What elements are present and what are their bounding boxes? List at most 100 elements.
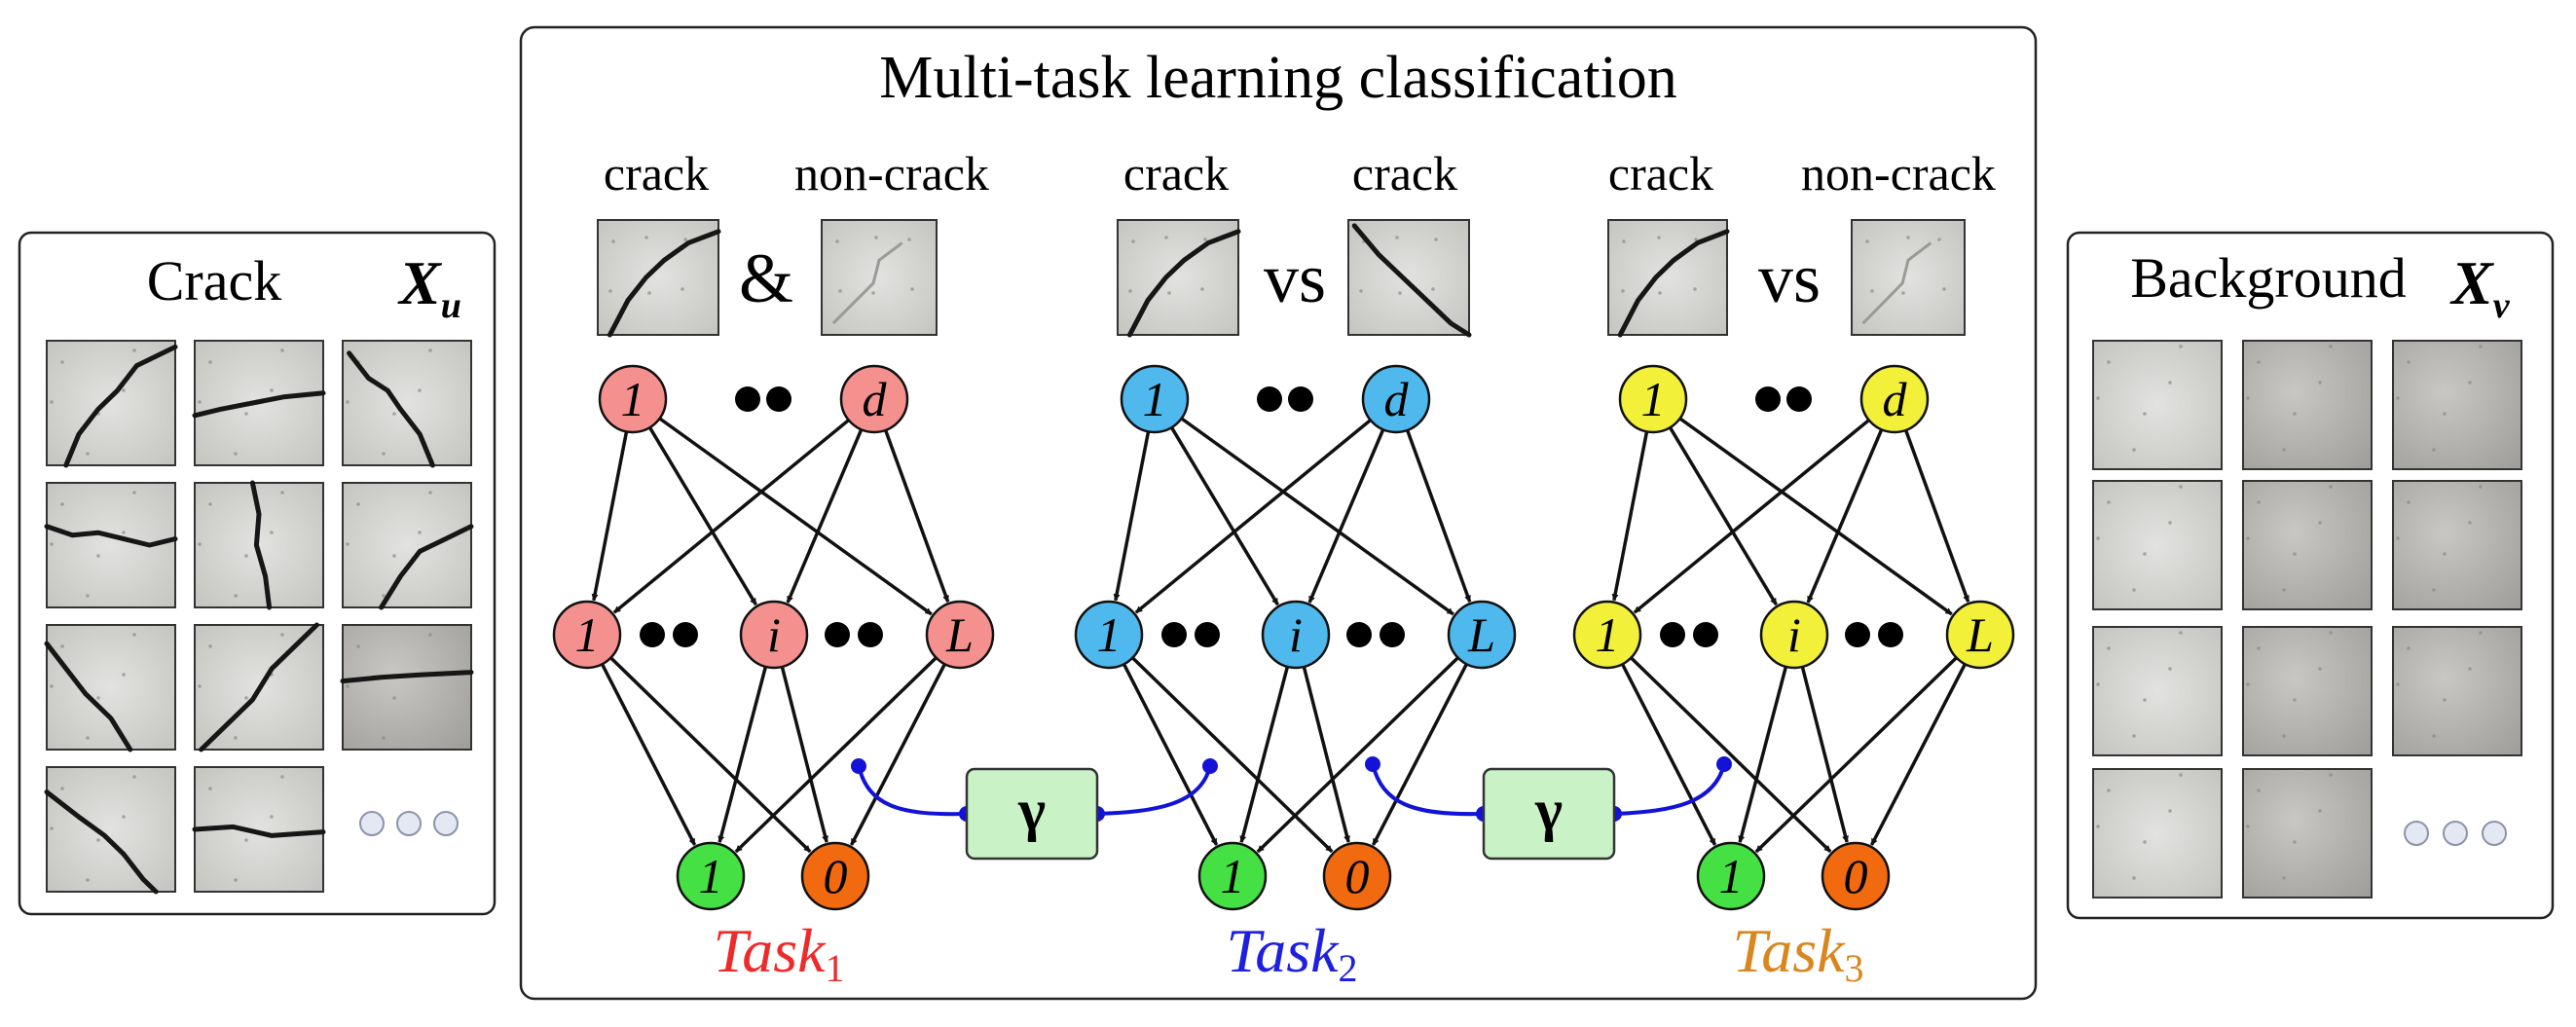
crack-sample-image [340, 624, 474, 751]
network-edge [1405, 429, 1472, 603]
network-edge [1256, 656, 1459, 854]
ellipsis-dots [640, 386, 883, 647]
crack-panel-label: Crack [147, 249, 282, 312]
network-edge [1180, 417, 1454, 616]
sample-image-right [1851, 219, 1966, 336]
crack-sample-image [192, 340, 326, 466]
network-edge [1371, 663, 1468, 846]
input-node-first: 1 [598, 364, 668, 434]
network-edge [1169, 426, 1279, 606]
background-panel: Background Xv [2066, 231, 2555, 920]
hidden-node-first: 1 [1572, 600, 1642, 670]
hidden-node-first: 1 [552, 600, 622, 670]
hidden-node-last: L [1447, 600, 1517, 670]
hidden-node-first: 1 [1074, 600, 1144, 670]
hidden-node-mid-label: i [767, 607, 781, 662]
hidden-node-mid: i [739, 600, 809, 670]
background-sample-image [2242, 768, 2373, 899]
network-edge [1754, 656, 1958, 854]
network-edge [612, 419, 850, 614]
coupling-link [1371, 763, 1485, 817]
output-node-negative: 0 [800, 841, 870, 911]
background-sample-image [2092, 626, 2223, 756]
crack-sample-image [192, 766, 326, 893]
network-edge [1113, 431, 1151, 602]
sample-connector: vs [1264, 239, 1326, 317]
sample-image-right [821, 219, 938, 336]
coupling-link [1096, 765, 1212, 816]
input-node-last: d [1361, 364, 1431, 434]
sample-label-left: crack [1123, 146, 1229, 201]
network-edge [1611, 431, 1649, 602]
network-edge [1307, 428, 1385, 604]
output-node-positive: 1 [1197, 841, 1268, 911]
network-edge [786, 428, 864, 604]
background-sample-grid [2092, 340, 2522, 899]
ellipsis-dots [1660, 386, 1903, 647]
task-name: Task2 [1226, 916, 1357, 990]
output-node-negative-label: 0 [1345, 849, 1370, 903]
background-panel-label: Background [2130, 246, 2407, 310]
input-node-last-label: d [1883, 372, 1908, 426]
network-edge [718, 666, 768, 843]
output-node-positive-label: 1 [1719, 849, 1744, 903]
background-sample-image [2242, 480, 2373, 610]
ellipsis-dots [1161, 386, 1405, 647]
network-edge [1668, 426, 1778, 606]
network-edge [600, 663, 697, 846]
sample-connector: vs [1758, 239, 1821, 317]
background-sample-image [2392, 340, 2522, 470]
background-sample-image [2242, 340, 2373, 470]
output-node-negative: 0 [1322, 841, 1392, 911]
background-sample-image [2392, 480, 2522, 610]
network-edge [1800, 666, 1849, 843]
network-edge [1131, 656, 1334, 854]
network-edge [1869, 663, 1967, 846]
task-name: Task3 [1732, 916, 1863, 990]
sample-label-left: crack [604, 146, 709, 201]
network-edge [1630, 656, 1832, 854]
background-sample-image [2092, 340, 2223, 470]
input-node-last-label: d [863, 372, 888, 426]
background-sample-image [2092, 480, 2223, 610]
sample-label-left: crack [1608, 146, 1713, 201]
network-edge [609, 656, 812, 854]
network-edge [1134, 419, 1372, 614]
coupling-link [857, 765, 968, 817]
sample-label-right: non-crack [794, 146, 989, 201]
output-node-positive: 1 [676, 841, 746, 911]
network-edge [780, 666, 828, 843]
output-node-negative-label: 0 [824, 849, 848, 903]
output-node-positive: 1 [1696, 841, 1766, 911]
input-node-first-label: 1 [621, 372, 645, 426]
sample-image-left [1607, 219, 1730, 338]
output-node-positive-label: 1 [699, 849, 723, 903]
crack-sample-grid [44, 340, 474, 895]
sample-image-left [1117, 219, 1241, 338]
input-node-last: d [839, 364, 909, 434]
crack-sample-image [194, 480, 324, 610]
input-node-last-label: d [1384, 372, 1410, 426]
network-edge [647, 426, 757, 606]
network-edge [1122, 663, 1219, 846]
network-edge [1633, 419, 1870, 614]
network-edge [1678, 417, 1953, 616]
gamma-symbol: γ [1534, 778, 1563, 842]
input-node-first-label: 1 [1143, 372, 1167, 426]
network-edge [883, 429, 950, 603]
network-edge [849, 663, 946, 846]
coupling-box [1482, 767, 1616, 861]
input-node-first: 1 [1120, 364, 1190, 434]
hidden-node-last: L [925, 600, 995, 670]
crack-sample-image [44, 624, 176, 752]
hidden-node-first-label: 1 [1097, 607, 1122, 662]
coupling-link [1613, 763, 1726, 816]
sample-label-right: non-crack [1801, 146, 1996, 201]
crack-panel: Crack Xu [18, 231, 497, 916]
hidden-node-mid: i [1261, 600, 1331, 670]
input-node-first: 1 [1618, 364, 1688, 434]
